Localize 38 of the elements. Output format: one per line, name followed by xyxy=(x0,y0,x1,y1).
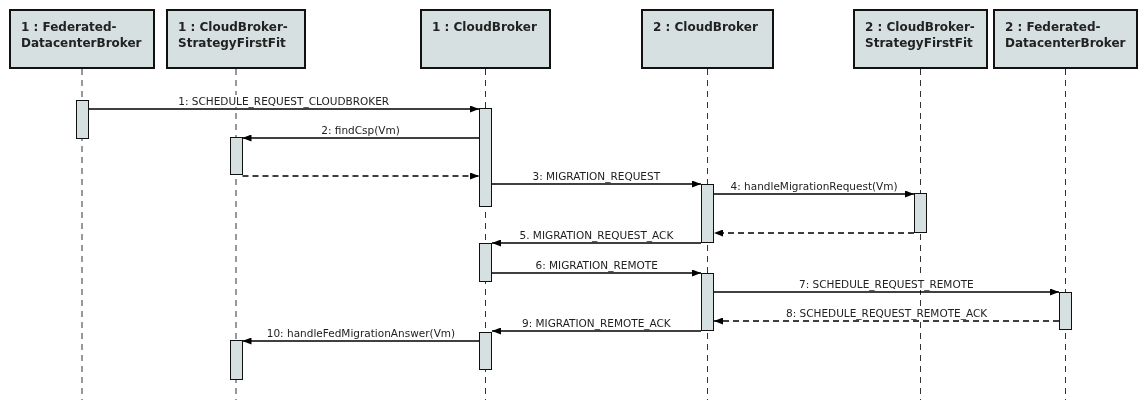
message-label: 2: findCsp(Vm) xyxy=(320,124,401,136)
activation-bar xyxy=(701,184,714,243)
message-arrow xyxy=(713,190,915,198)
participant-box: 2 : Federated- DatacenterBroker xyxy=(993,9,1138,69)
activation-bar xyxy=(479,332,492,370)
activation-bar xyxy=(1059,292,1072,330)
message-label: 10: handleFedMigrationAnswer(Vm) xyxy=(265,327,457,339)
message-arrow xyxy=(491,180,702,188)
message-arrow xyxy=(491,269,702,277)
message-arrow xyxy=(241,134,480,142)
activation-bar xyxy=(75,100,89,139)
message-arrow xyxy=(241,337,480,345)
return-arrow xyxy=(241,172,480,180)
activation-bar xyxy=(479,108,492,207)
message-label: 8: SCHEDULE_REQUEST_REMOTE_ACK xyxy=(785,307,989,319)
message-label: 5. MIGRATION_REQUEST_ACK xyxy=(518,229,675,241)
participant-box: 2 : CloudBroker xyxy=(641,9,774,69)
message-arrow xyxy=(87,105,480,113)
message-label: 7: SCHEDULE_REQUEST_REMOTE xyxy=(798,278,975,290)
message-label: 3: MIGRATION_REQUEST xyxy=(531,170,662,182)
participant-box: 2 : CloudBroker- StrategyFirstFit xyxy=(853,9,988,69)
activation-bar xyxy=(229,137,243,175)
message-label: 4: handleMigrationRequest(Vm) xyxy=(729,180,899,192)
message-arrow xyxy=(491,239,702,247)
participant-box: 1 : Federated- DatacenterBroker xyxy=(9,9,155,69)
message-label: 9: MIGRATION_REMOTE_ACK xyxy=(521,317,672,329)
message-label: 6: MIGRATION_REMOTE xyxy=(534,259,659,271)
message-label: 1: SCHEDULE_REQUEST_CLOUDBROKER xyxy=(177,95,391,107)
activation-bar xyxy=(229,340,243,380)
activation-bar xyxy=(479,243,492,282)
return-arrow xyxy=(713,317,1060,325)
activation-bar xyxy=(701,273,714,331)
return-arrow xyxy=(713,229,915,237)
participant-box: 1 : CloudBroker xyxy=(420,9,551,69)
message-arrow xyxy=(713,288,1060,296)
participant-box: 1 : CloudBroker- StrategyFirstFit xyxy=(166,9,306,69)
message-arrow xyxy=(491,327,702,335)
activation-bar xyxy=(914,193,927,233)
